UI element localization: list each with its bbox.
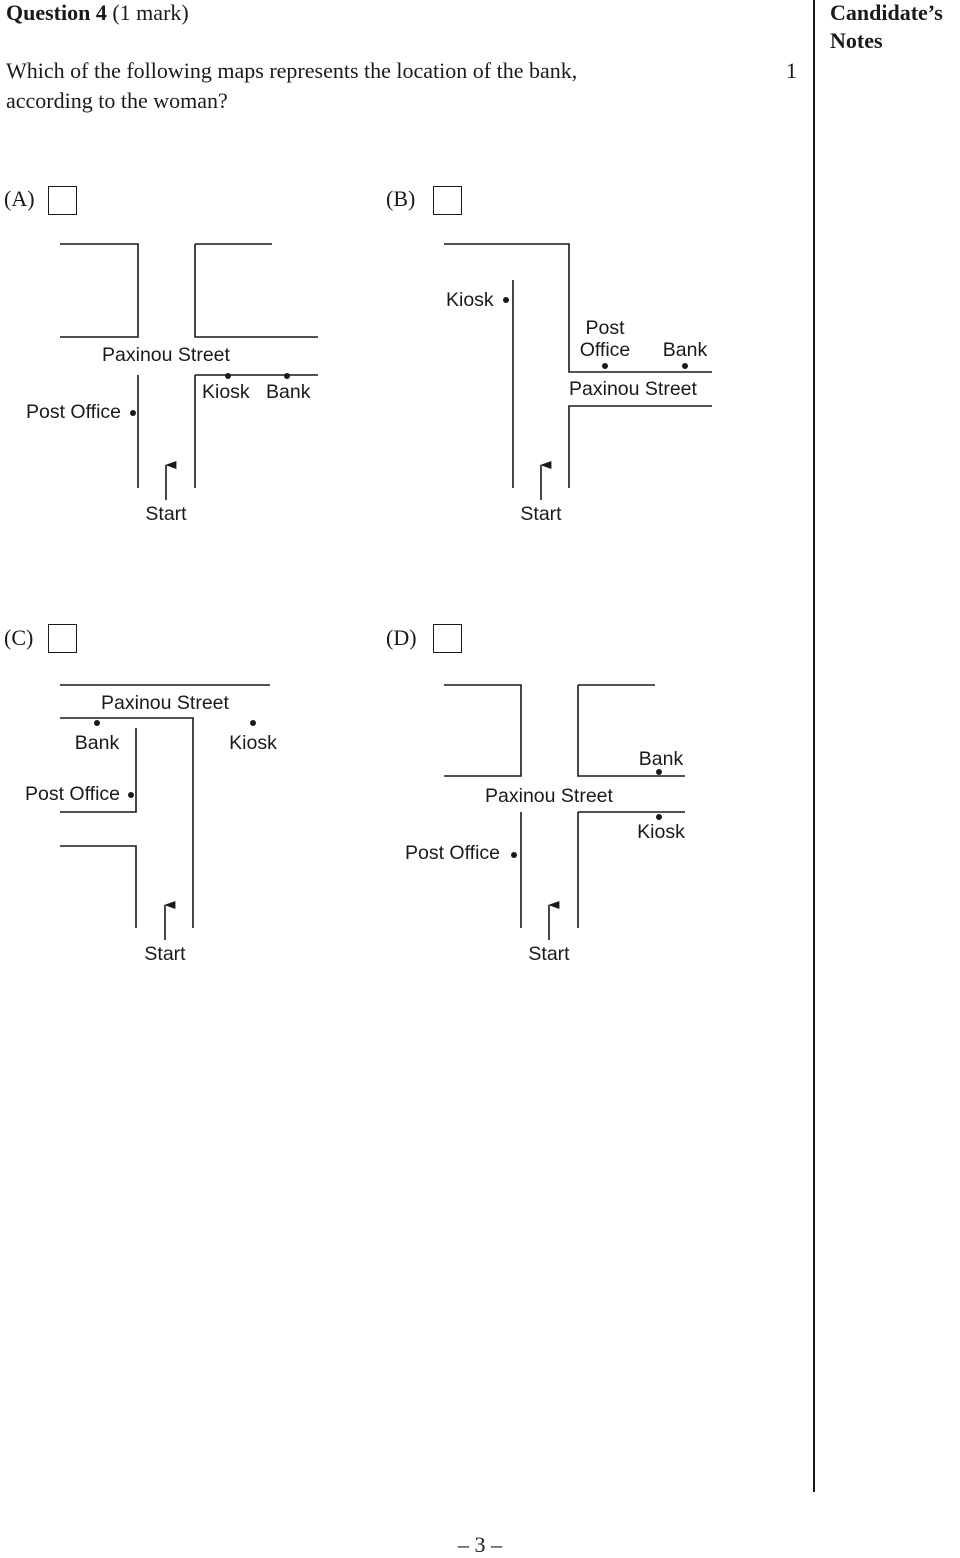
question-marks-label: (1 mark) [112, 0, 189, 25]
map-c-bank-label: Bank [75, 732, 120, 754]
map-a-start-label: Start [145, 503, 187, 525]
option-c-label: (C) [4, 625, 34, 650]
map-d-start-label: Start [528, 943, 570, 965]
question-text-line-2: according to the woman? [6, 88, 228, 113]
map-c-kiosk-label: Kiosk [229, 732, 277, 754]
map-c-post-office-dot [128, 792, 134, 798]
map-c-start-label: Start [144, 943, 186, 965]
notes-column-divider [813, 0, 815, 1492]
option-d-label: (D) [386, 625, 417, 650]
map-a-kiosk-label: Kiosk [202, 381, 250, 403]
map-b-street-label: Paxinou Street [569, 378, 697, 400]
option-d-answer-box[interactable] [433, 624, 462, 653]
map-c-street-label: Paxinou Street [101, 692, 229, 714]
map-b-post-office-label-line-2: Office [580, 339, 631, 361]
map-b-road-edges [444, 243, 712, 488]
map-a-post-office-label: Post Office [26, 401, 121, 423]
page-number: – 3 – [458, 1532, 502, 1557]
map-a-kiosk-dot [225, 373, 231, 379]
map-a-street-label: Paxinou Street [102, 344, 230, 366]
candidates-notes-heading-line-2: Notes [830, 28, 883, 53]
question-heading: Question 4 (1 mark) [6, 0, 189, 26]
map-d-bank-label: Bank [639, 748, 684, 770]
map-c-kiosk-dot [250, 720, 256, 726]
map-d-road-edges [444, 684, 685, 928]
map-b-start-label: Start [520, 503, 562, 525]
marks-value: 1 [786, 58, 797, 83]
map-b-bank-dot [682, 363, 688, 369]
map-a-post-office-dot [130, 410, 136, 416]
map-c-post-office-label: Post Office [25, 783, 120, 805]
map-d-street-label: Paxinou Street [485, 785, 613, 807]
map-c-bank-dot [94, 720, 100, 726]
option-a-answer-box[interactable] [48, 186, 77, 215]
map-a [60, 243, 318, 500]
map-a-bank-dot [284, 373, 290, 379]
option-c-answer-box[interactable] [48, 624, 77, 653]
question-number: Question 4 [6, 0, 107, 25]
map-d-post-office-label: Post Office [405, 842, 500, 864]
map-d [444, 684, 685, 940]
map-b-post-office-dot [602, 363, 608, 369]
map-d-kiosk-label: Kiosk [637, 821, 685, 843]
map-b-post-office-label-line-1: Post [585, 317, 625, 339]
question-text-line-1: Which of the following maps represents t… [6, 58, 578, 83]
map-a-bank-label: Bank [266, 381, 311, 403]
map-a-road-edges [60, 243, 318, 488]
option-b-label: (B) [386, 186, 416, 211]
map-b-bank-label: Bank [663, 339, 708, 361]
map-b-kiosk-dot [503, 297, 509, 303]
map-d-kiosk-dot [656, 814, 662, 820]
candidates-notes-heading-line-1: Candidate’s [830, 0, 943, 25]
option-a-label: (A) [4, 186, 35, 211]
map-b-kiosk-label: Kiosk [446, 289, 494, 311]
map-c [60, 684, 270, 940]
map-c-road-edges [60, 684, 270, 928]
map-b [444, 243, 712, 500]
map-d-bank-dot [656, 769, 662, 775]
option-b-answer-box[interactable] [433, 186, 462, 215]
map-d-post-office-dot [511, 852, 517, 858]
